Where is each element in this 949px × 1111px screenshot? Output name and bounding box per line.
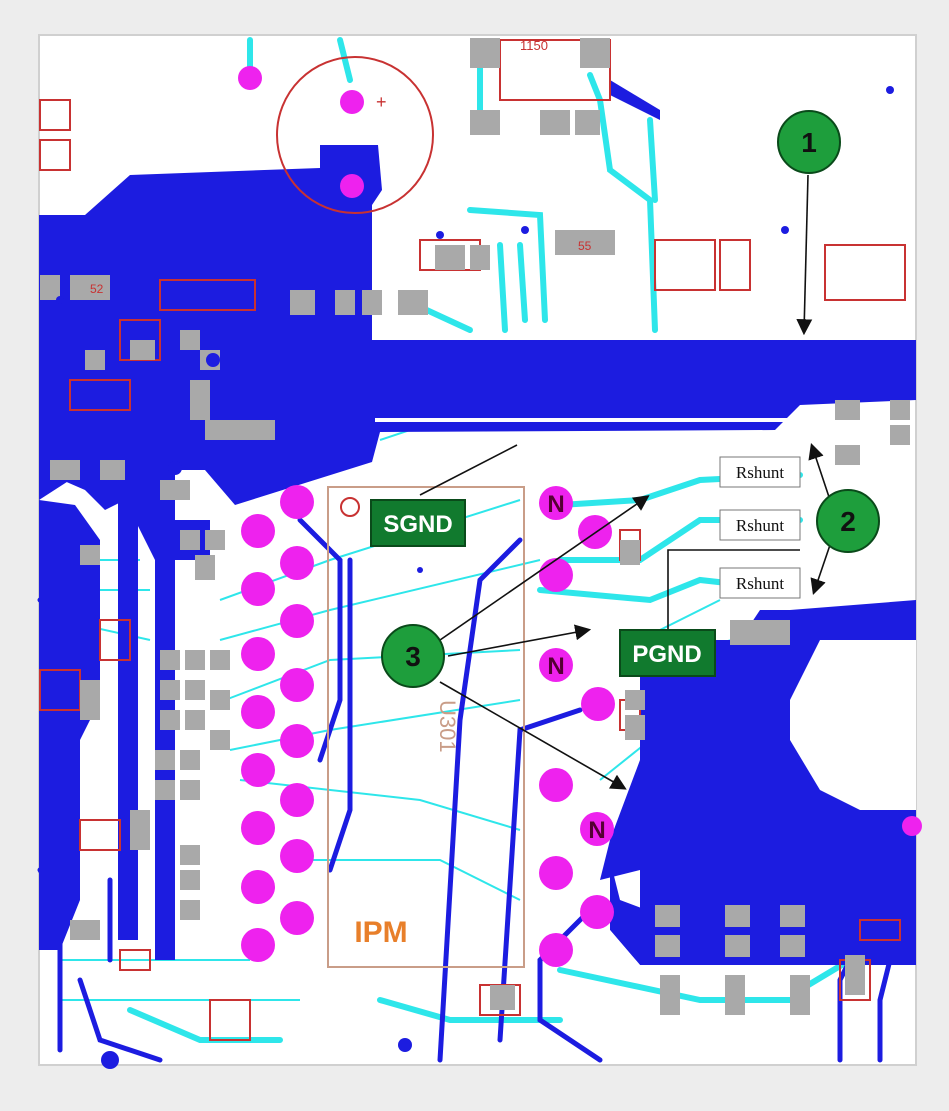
- n-pin-label-bot: N: [588, 817, 605, 844]
- cap-plus-sign: +: [376, 92, 387, 112]
- rshunt-label-top: Rshunt: [736, 463, 784, 482]
- ipm-designator: U301: [435, 700, 460, 753]
- callout-3-number: 3: [405, 641, 421, 672]
- rshunt-box-mid: [719, 509, 801, 541]
- rshunt-box-bot: [719, 567, 801, 599]
- vias: [238, 66, 922, 967]
- rshunt-label-mid: Rshunt: [736, 516, 784, 535]
- sgnd-label-box: [370, 499, 466, 547]
- pour-cutout: [790, 640, 916, 810]
- callout-2: 2: [816, 489, 880, 553]
- rshunt-box-top: [719, 456, 801, 488]
- upper-right-pour: [760, 340, 916, 400]
- pour-cutout-2: [610, 930, 640, 965]
- pad-label-55: 55: [578, 239, 592, 253]
- cap-label: 1150: [520, 38, 548, 53]
- ipm-body-outline: [327, 486, 525, 968]
- n-pin-label-top: N: [547, 491, 564, 518]
- small-vias: [56, 86, 894, 1069]
- pgnd-label-box: [619, 629, 716, 677]
- silkscreen: [39, 39, 906, 1041]
- pgnd-label: PGND: [632, 641, 701, 668]
- pad-label-52: 52: [90, 282, 104, 296]
- ipm-label: IPM: [354, 916, 407, 949]
- ground-split-gap: [375, 408, 807, 422]
- annotation-arrows: [419, 174, 831, 790]
- rshunt-label-bot: Rshunt: [736, 574, 784, 593]
- sgnd-label: SGND: [383, 511, 452, 538]
- n-pin-label-mid: N: [547, 653, 564, 680]
- callout-1-number: 1: [801, 127, 817, 158]
- callout-1: 1: [777, 110, 841, 174]
- smd-pads: [40, 38, 910, 1015]
- callout-3: 3: [381, 624, 445, 688]
- callout-2-number: 2: [840, 506, 856, 537]
